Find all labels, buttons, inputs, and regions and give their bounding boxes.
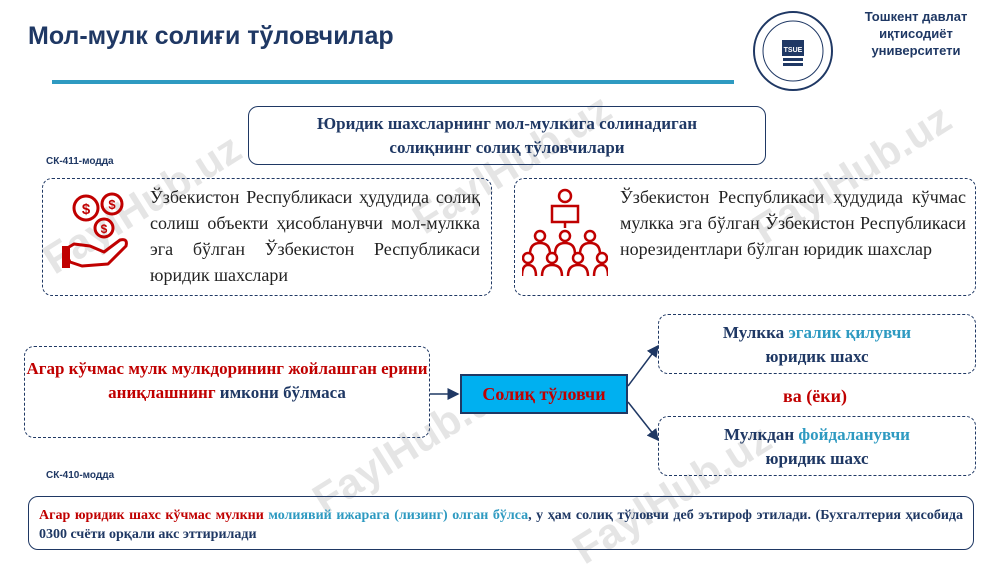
leasing-text-a: Агар юридик шахс кўчмас мулкни <box>39 508 269 523</box>
heading-line-2: солиқнинг солиқ тўловчилари <box>389 138 625 157</box>
svg-text:$: $ <box>101 222 108 236</box>
resident-legal-entities-panel <box>42 178 492 296</box>
leasing-note-box: Агар юридик шахс кўчмас мулкни молиявий … <box>28 496 974 550</box>
leasing-text-highlight: молиявий ижарага (лизинг) олган бўлса <box>268 508 529 523</box>
university-logo-icon: TSUE <box>753 11 833 91</box>
heading-line-1: Юридик шахсларнинг мол-мулкига солинадиг… <box>316 114 698 133</box>
owner-text-highlight: эгалик қилувчи <box>788 323 912 342</box>
svg-text:$: $ <box>82 201 91 218</box>
user-text-highlight: фойдаланувчи <box>798 425 910 444</box>
condition-text-end: имкони бўлмаса <box>215 383 346 402</box>
taxpayers-heading-box: Юридик шахсларнинг мол-мулкига солинадиг… <box>248 106 766 165</box>
condition-text-main: Агар кўчмас мулк мулкдорининг жойлашган … <box>26 359 428 402</box>
user-entity-box: Мулкдан фойдаланувчи юридик шахс <box>658 416 976 476</box>
university-line-3: университети <box>871 43 961 58</box>
owner-text-b: юридик шахс <box>765 347 869 366</box>
hand-money-icon: $ $ $ <box>62 192 128 268</box>
svg-text:$: $ <box>108 197 116 212</box>
owner-text-a: Мулкка <box>722 323 789 342</box>
user-text-a: Мулкдан <box>724 425 799 444</box>
university-name: Тошкент давлат иқтисодиёт университети <box>842 8 990 59</box>
user-text-b: юридик шахс <box>765 449 869 468</box>
resident-legal-entities-text: Ўзбекистон Республикаси ҳудудида солиқ с… <box>150 187 480 285</box>
nonresident-legal-entities-panel <box>514 178 976 296</box>
owner-entity-box: Мулкка эгалик қилувчи юридик шахс <box>658 314 976 374</box>
nonresident-legal-entities-text: Ўзбекистон Республикаси ҳудудида кўчмас … <box>620 187 966 259</box>
taxpayer-box: Солиқ тўловчи <box>460 374 628 414</box>
title-underline <box>52 80 734 84</box>
university-line-2: иқтисодиёт <box>879 26 953 41</box>
leasing-text-b: , у ҳам солиқ тўловчи деб эътироф этилад… <box>39 508 963 542</box>
logo-abbr: TSUE <box>784 47 803 54</box>
audience-speaker-icon <box>522 188 608 277</box>
article-411-label: СК-411-модда <box>46 156 114 167</box>
and-or-label: ва (ёки) <box>783 386 847 406</box>
condition-box: Агар кўчмас мулк мулкдорининг жойлашган … <box>24 346 430 438</box>
page-title: Мол-мулк солиғи тўловчилар <box>28 22 394 50</box>
university-line-1: Тошкент давлат <box>864 9 968 24</box>
article-410-label: СК-410-модда <box>46 470 115 481</box>
